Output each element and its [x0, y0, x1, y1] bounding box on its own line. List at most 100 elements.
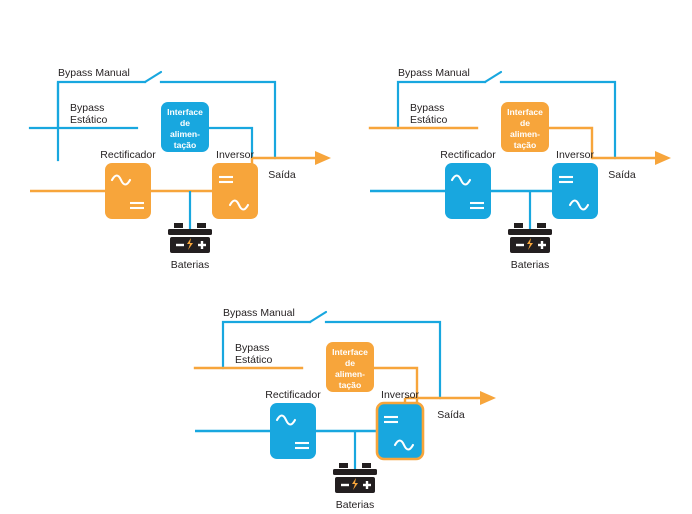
- dc-double-bar-icon: [295, 441, 309, 450]
- bypass-manual-path: [396, 70, 617, 160]
- battery-plus-symbol: [198, 241, 206, 249]
- battery-terminal-left: [174, 223, 183, 228]
- inversor-box: [552, 163, 598, 219]
- interface-label-line-2: de: [520, 118, 530, 128]
- ups-diagram-static-bypass-operation: Interface de alimen- tação Rectificador …: [368, 30, 690, 271]
- interface-box-shape: [501, 102, 549, 152]
- lightning-bolt-icon: [352, 478, 358, 490]
- interface-label-line-3: alimen-: [170, 129, 200, 139]
- bypass-manual-path: [221, 310, 442, 400]
- interface-box-shape: [161, 102, 209, 152]
- saida-label: Saída: [268, 169, 296, 181]
- baterias-icon: [333, 463, 377, 493]
- rectificador-box-shape: [105, 163, 151, 219]
- bypass-manual-right-segment: [499, 80, 617, 160]
- ac-sine-wave-icon: [228, 199, 250, 211]
- interface-label-line-2: de: [345, 358, 355, 368]
- dc-double-bar-icon: [219, 175, 233, 184]
- rectificador-box-shape: [270, 403, 316, 459]
- interface-box-shape: [326, 342, 374, 392]
- bypass-manual-left-segment: [396, 80, 487, 130]
- battery-lid: [168, 229, 212, 235]
- interface-label-line-3: alimen-: [510, 129, 540, 139]
- rectificador-label: Rectificador: [265, 389, 321, 401]
- inversor-box-shape: [212, 163, 258, 219]
- dc-double-bar-icon: [130, 201, 144, 210]
- inversor-label: Inversor: [381, 389, 419, 401]
- baterias-icon: [508, 223, 552, 253]
- rectificador-box: [270, 403, 316, 459]
- bypass-manual-label: Bypass Manual: [223, 307, 295, 319]
- interface-label-line-2: de: [180, 118, 190, 128]
- bypass-estatico-label-line-2: Estático: [70, 114, 108, 126]
- battery-plus-symbol: [538, 241, 546, 249]
- baterias-label: Baterias: [511, 259, 550, 271]
- inversor-box: [212, 163, 258, 219]
- interface-label-line-1: Interface: [507, 107, 543, 117]
- interface-label-line-4: tação: [339, 380, 361, 390]
- main-power-path: [370, 151, 671, 193]
- bypass-estatico-label-line-2: Estático: [410, 114, 448, 126]
- bypass-estatico-label-line-1: Bypass: [410, 102, 444, 114]
- lightning-bolt-icon: [187, 238, 193, 250]
- ac-sine-wave-icon: [110, 174, 132, 186]
- dc-double-bar-icon: [470, 201, 484, 210]
- rectificador-label: Rectificador: [100, 149, 156, 161]
- dc-double-bar-icon: [559, 175, 573, 184]
- battery-lid: [508, 229, 552, 235]
- interface-alimentacao-box: Interface de alimen- tação: [326, 342, 374, 392]
- interface-label-line-1: Interface: [332, 347, 368, 357]
- battery-lid: [333, 469, 377, 475]
- battery-terminal-right: [537, 223, 546, 228]
- battery-terminal-left: [514, 223, 523, 228]
- bypass-manual-label: Bypass Manual: [58, 67, 130, 79]
- ac-sine-wave-icon: [450, 174, 472, 186]
- baterias-label: Baterias: [171, 259, 210, 271]
- interface-label-line-4: tação: [514, 140, 536, 150]
- interface-alimentacao-box: Interface de alimen- tação: [161, 102, 209, 152]
- baterias-icon: [168, 223, 212, 253]
- bypass-manual-right-segment: [159, 80, 277, 160]
- bypass-manual-left-segment: [221, 320, 312, 370]
- ac-sine-wave-icon: [275, 414, 297, 426]
- rectificador-box: [105, 163, 151, 219]
- bypass-manual-switch-blade: [143, 70, 163, 84]
- battery-plus-symbol: [363, 481, 371, 489]
- output-arrowhead: [315, 151, 331, 165]
- bypass-estatico-label-line-1: Bypass: [70, 102, 104, 114]
- bypass-estatico-label-line-1: Bypass: [235, 342, 269, 354]
- rectificador-label: Rectificador: [440, 149, 496, 161]
- ups-diagram-inverter-highlighted-operation: Interface de alimen- tação Rectificador …: [193, 270, 515, 511]
- main-power-path: [195, 391, 496, 460]
- bypass-manual-label: Bypass Manual: [398, 67, 470, 79]
- inversor-label: Inversor: [216, 149, 254, 161]
- lightning-bolt-icon: [527, 238, 533, 250]
- inversor-box: [375, 401, 425, 461]
- ups-diagram-normal-operation: Interface de alimen- tação Rectificador …: [28, 30, 350, 271]
- saida-label: Saída: [608, 169, 636, 181]
- output-arrowhead: [655, 151, 671, 165]
- inversor-box-shape: [375, 401, 425, 461]
- rectificador-box-shape: [445, 163, 491, 219]
- bypass-estatico-path: [28, 82, 254, 160]
- rectificador-box: [445, 163, 491, 219]
- bypass-estatico-label-line-2: Estático: [235, 354, 273, 366]
- battery-terminal-right: [362, 463, 371, 468]
- baterias-label: Baterias: [336, 499, 375, 511]
- bypass-manual-right-segment: [324, 320, 442, 400]
- output-arrowhead: [480, 391, 496, 405]
- ac-sine-wave-icon: [568, 199, 590, 211]
- inversor-label: Inversor: [556, 149, 594, 161]
- interface-label-line-4: tação: [174, 140, 196, 150]
- dc-double-bar-icon: [384, 415, 398, 424]
- bypass-manual-switch-blade: [308, 310, 328, 324]
- ac-sine-wave-icon: [393, 439, 415, 451]
- battery-terminal-right: [197, 223, 206, 228]
- battery-terminal-left: [339, 463, 348, 468]
- interface-alimentacao-box: Interface de alimen- tação: [501, 102, 549, 152]
- inversor-box-shape: [552, 163, 598, 219]
- interface-label-line-3: alimen-: [335, 369, 365, 379]
- saida-label: Saída: [437, 409, 465, 421]
- interface-label-line-1: Interface: [167, 107, 203, 117]
- bypass-manual-switch-blade: [483, 70, 503, 84]
